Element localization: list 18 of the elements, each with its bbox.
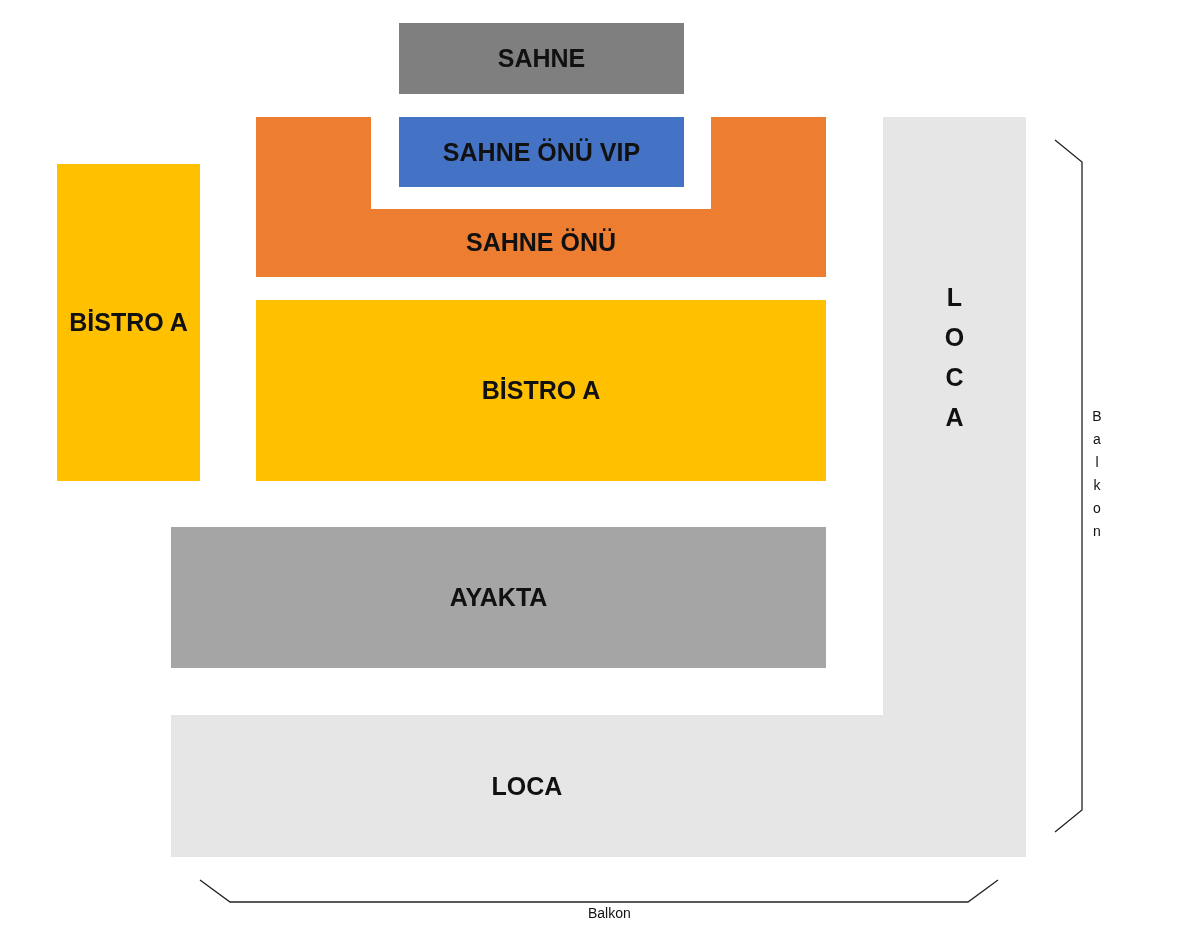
bracket-label: Balkon [588,905,631,921]
seating-area [256,300,826,481]
stage-front-area [256,117,826,277]
area-label: L O C A [944,282,965,433]
bracket-label: B a l k o n [1091,407,1103,541]
area-label: AYAKTA [449,583,548,612]
box-seating-area [171,715,883,857]
standing-area [171,527,826,668]
area-label: BİSTRO A [481,376,601,405]
area-label: SAHNE ÖNÜ [466,228,616,257]
seating-area [57,164,200,481]
area-label: BİSTRO A [69,308,188,337]
area-label: SAHNE ÖNÜ VIP [442,137,641,167]
area-label: LOCA [491,771,563,801]
stage-area [399,23,684,94]
box-seating-area [883,117,1026,857]
area-label: SAHNE [497,44,586,73]
vip-area [399,117,684,187]
